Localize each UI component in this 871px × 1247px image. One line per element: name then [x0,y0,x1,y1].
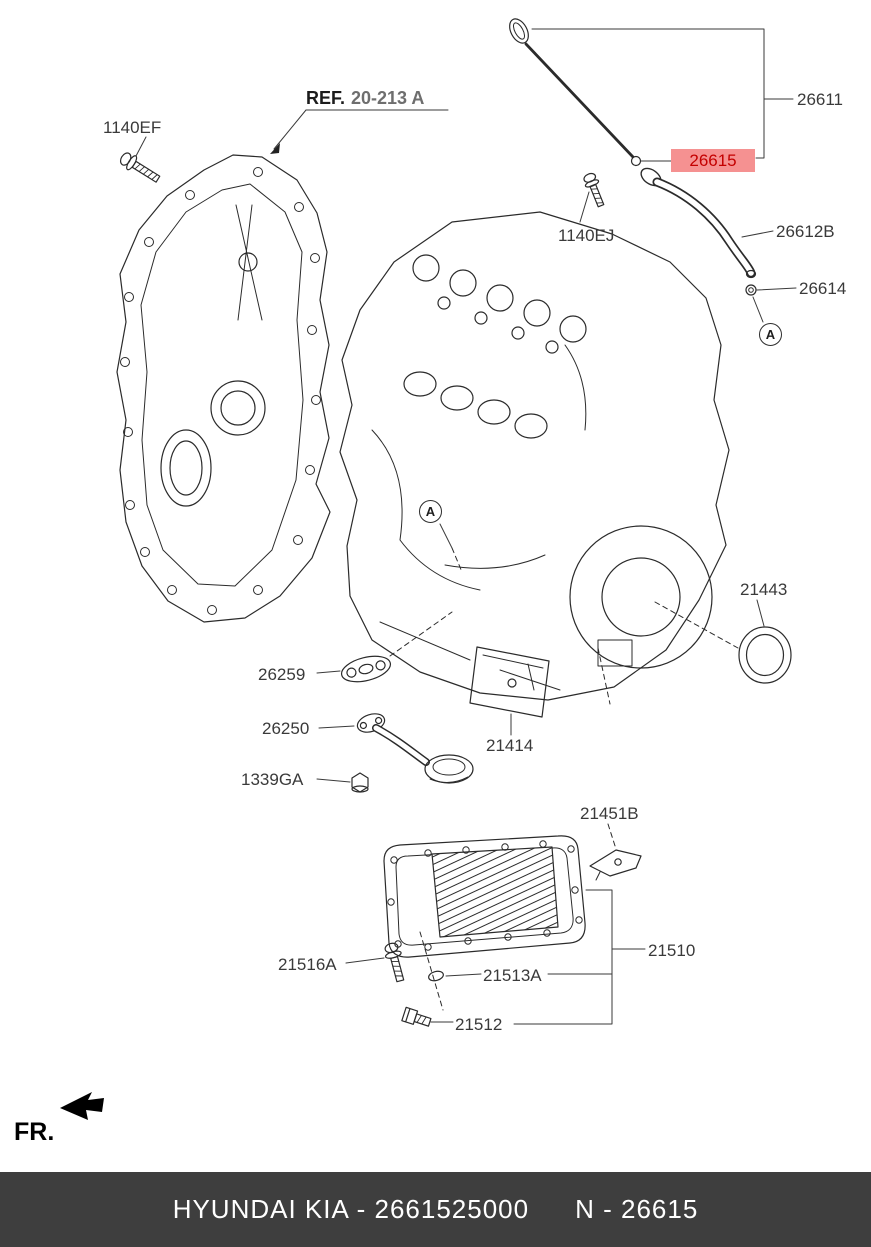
leader-lines [135,28,797,1025]
dipstick-drawing [509,18,642,167]
part-label-1140EJ[interactable]: 1140EJ [558,226,615,245]
bracket-21451B-drawing [589,849,642,881]
part-label-21443[interactable]: 21443 [740,580,788,599]
dipstick-tube-drawing [640,167,757,296]
dipstick-grommet-26615 [630,155,642,167]
view-marker-a-top: A [759,323,782,346]
bolt-21516A-drawing [384,942,405,983]
front-direction-label: FR. [14,1118,55,1146]
footer-part-code: HYUNDAI KIA - 2661525000 [172,1194,530,1224]
nut-1339GA-drawing [351,772,369,793]
part-label-21512[interactable]: 21512 [455,1015,503,1034]
ref-label: REF.20-213 A [306,88,424,109]
gasket-21513A-drawing [428,970,444,982]
bolt-1140EJ-drawing [583,172,605,208]
o-ring-26614 [745,284,757,296]
fr-direction-arrow-icon [60,1092,104,1120]
ref-label-bold: REF. [306,88,346,108]
ref-label-number: 20-213 A [351,88,425,108]
footer-part-number: N - 26615 [575,1194,699,1224]
part-label-26611[interactable]: 26611 [797,90,844,109]
part-label-26612B[interactable]: 26612B [776,222,835,241]
part-label-21510[interactable]: 21510 [648,941,696,960]
baffle-plate-21414-drawing [469,646,550,718]
part-label-21414[interactable]: 21414 [486,736,534,755]
part-label-1339GA[interactable]: 1339GA [241,770,304,789]
part-label-26614[interactable]: 26614 [799,279,847,298]
footer-bar: HYUNDAI KIA - 2661525000 N - 26615 [0,1172,871,1247]
part-label-26259[interactable]: 26259 [258,665,306,684]
part-label-21513A[interactable]: 21513A [483,966,542,985]
part-label-21451B[interactable]: 21451B [580,804,639,823]
part-label-26250[interactable]: 26250 [262,719,310,738]
dashed-axis-lines [389,547,739,1011]
view-marker-a-center: A [419,500,442,523]
bolt-1140EF-drawing [119,152,161,183]
part-label-21516A[interactable]: 21516A [278,955,337,974]
part-label-26615-highlighted[interactable]: 26615 [671,149,755,172]
oil-screen-26250-drawing [356,713,474,784]
engine-block-drawing [339,211,730,701]
oil-seal-21443-drawing [738,626,792,684]
drain-plug-21512-drawing [401,1006,432,1027]
timing-cover-drawing [116,154,331,623]
oil-pan-21510-drawing [383,835,586,958]
gasket-26259-drawing [340,655,392,683]
part-label-1140EF[interactable]: 1140EF [103,118,162,137]
